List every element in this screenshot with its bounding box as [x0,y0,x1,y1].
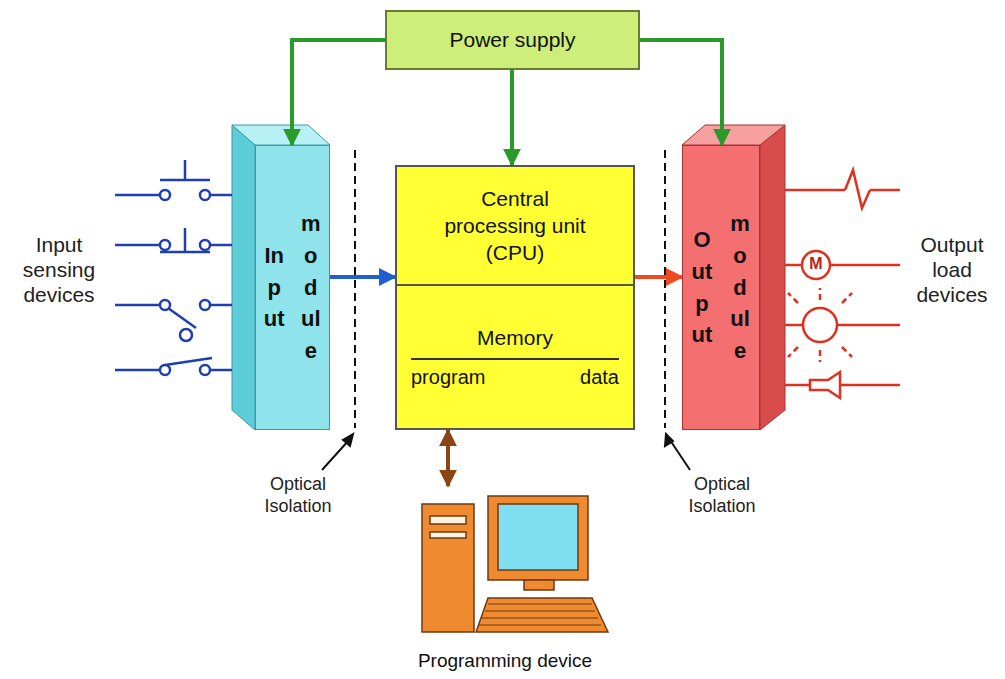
isolation-label: Optical Isolation [248,474,348,517]
load-symbol [840,384,900,387]
computer-part [488,496,588,580]
memory-box-text: program [411,366,515,389]
computer-part [430,532,466,538]
switch-symbol [115,304,160,307]
switch-symbol [160,240,170,250]
switch-symbol [200,240,210,250]
keyboard-keys [485,611,595,612]
output-module-faces [682,125,785,145]
load-symbol [785,384,810,387]
load-symbol [788,288,852,362]
input-module-faces [232,125,255,430]
switch-symbol [210,304,232,307]
power-supply-box-text: Power supply [449,28,575,52]
input-module-box: Input module [255,145,330,430]
memory-box-text: Memory [411,326,619,360]
load-symbol [842,347,852,357]
input-module-faces [232,125,330,430]
switch-symbol [180,329,192,341]
keyboard-keys [482,618,598,619]
leader-line [322,440,349,470]
computer-part [430,516,466,524]
connector-arrow [446,430,450,486]
leader-line [665,434,673,446]
load-symbol [788,293,798,303]
switch-symbol [115,369,160,372]
connector-arrow [330,275,395,279]
optical-isolation-line [664,150,666,428]
switch-symbol [160,190,170,200]
keyboard-keys [479,604,601,625]
keyboard-keys [479,625,601,626]
load-symbol [819,288,822,300]
switch-symbol [200,300,210,310]
switch-symbol [200,365,210,375]
load-symbol [830,264,900,267]
switch-symbol [200,190,210,200]
device-group-label: Output load devices [902,232,1002,308]
isolation-label: Optical Isolation [672,474,772,517]
optical-isolation-line [354,150,356,428]
input-module-box-text: Input [263,240,285,336]
leader-line [343,434,353,446]
motor-letter: M [804,254,828,273]
switch-symbol [184,160,187,180]
load-symbol [785,264,802,267]
output-module-faces [760,125,785,430]
load-symbol [785,324,803,327]
load-symbol [788,347,798,357]
output-module-box: Output module [682,145,760,430]
switch-symbol [210,194,232,197]
connector-arrow [292,40,385,145]
switch-symbol [210,369,232,372]
switch-symbol [168,308,196,328]
connector-arrow [510,70,514,165]
load-symbol [819,350,822,362]
output-module-box-text: Output [691,224,713,352]
load-symbol [837,324,900,327]
computer-part [498,504,578,570]
load-symbol [810,372,840,398]
computer-icon [392,486,618,646]
input-module-box-text: module [300,208,322,367]
programming-device-text: Programming device [414,650,596,672]
leader-line [322,434,690,470]
switch-symbol [184,228,187,252]
power-supply-box: Power supply [385,10,640,70]
cpu-box-text: Central processing unit (CPU) [440,185,590,267]
cpu-box: Central processing unit (CPU) [395,165,635,285]
load-symbol [803,308,837,342]
leader-line [670,440,690,470]
input-module-faces [232,125,330,145]
memory-box: Memory programdata [395,285,635,430]
computer-part [422,504,474,632]
device-group-label: Input sensing devices [4,232,114,308]
computer-part [524,580,554,590]
switch-symbol [115,244,160,247]
load-symbol [870,189,900,192]
keyboard-keys [488,604,592,605]
switch-symbol [165,358,212,365]
load-symbol [802,251,830,279]
switch-symbol [160,365,170,375]
connector-arrow [640,40,722,145]
load-symbol [842,293,852,303]
switch-symbol [115,160,232,375]
output-module-faces [682,125,785,430]
computer-part [476,598,608,632]
programming-device: Programming device [392,486,618,676]
load-symbol [785,189,845,192]
memory-box-text: data [515,366,619,389]
output-module-box-text: module [729,208,751,367]
load-symbol [785,170,900,398]
switch-symbol [115,194,160,197]
load-symbol [845,170,870,208]
connector-arrow [635,275,682,279]
switch-symbol [210,244,232,247]
